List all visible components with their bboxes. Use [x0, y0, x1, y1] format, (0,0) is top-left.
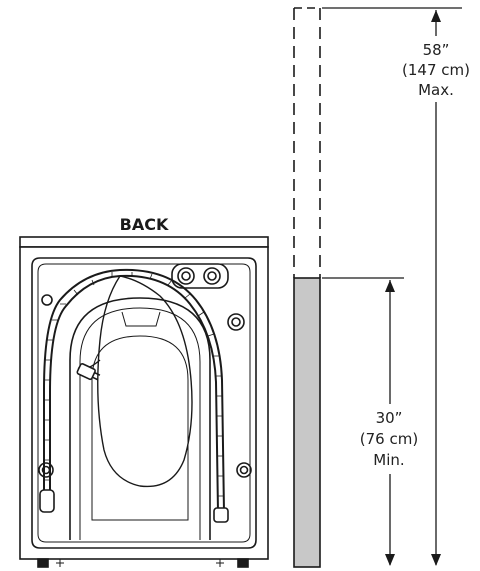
power-plug-icon [76, 363, 101, 381]
washer-rear-panel-inner [37, 263, 251, 543]
washer-foot-marks [56, 559, 224, 567]
washer-body [19, 246, 269, 560]
bolt-lower-right [236, 462, 252, 478]
min-label-bg [346, 404, 432, 474]
standpipe-solid [293, 277, 321, 568]
washer-top-panel [19, 236, 269, 248]
drum-bracket [121, 311, 161, 327]
min-height-qualifier: Min. [373, 451, 404, 469]
max-height-cm: (147 cm) [402, 61, 470, 79]
inlet-port-left-inner [181, 271, 191, 281]
inlet-port-right-inner [207, 271, 217, 281]
min-height-inches: 30” [376, 409, 403, 427]
min-height-cm: (76 cm) [360, 430, 418, 448]
min-arrow-down-icon [385, 554, 395, 566]
bolt-lower-left [38, 462, 54, 478]
drain-hose-end-right [213, 507, 229, 523]
max-arrow-up-icon [431, 10, 441, 22]
bolt-upper-left [41, 294, 53, 306]
drain-hose-end-left [39, 489, 55, 513]
standpipe [293, 7, 321, 568]
washer-rear-panel [31, 257, 257, 549]
washer-foot-left [37, 558, 49, 568]
bolt-upper-right [227, 313, 245, 331]
drain-hose-ribs [44, 272, 224, 497]
power-cord [97, 275, 193, 488]
dimension-lines [322, 7, 462, 566]
washer-foot-right [237, 558, 249, 568]
max-height-inches: 58” [423, 41, 450, 59]
inlet-port-right [203, 267, 221, 285]
drum-inner [79, 307, 201, 540]
inlet-bracket [171, 263, 229, 289]
max-label-bg [394, 36, 478, 102]
min-arrow-up-icon [385, 280, 395, 292]
back-label: BACK [120, 215, 169, 234]
washer-back-view [19, 236, 269, 568]
inlet-port-left [177, 267, 195, 285]
bolt-lower-right-inner [239, 465, 249, 475]
max-height-qualifier: Max. [418, 81, 454, 99]
bolt-upper-right-inner [231, 317, 241, 327]
max-arrow-down-icon [431, 554, 441, 566]
drain-hose-outer [43, 268, 225, 513]
drum-back [91, 335, 189, 521]
